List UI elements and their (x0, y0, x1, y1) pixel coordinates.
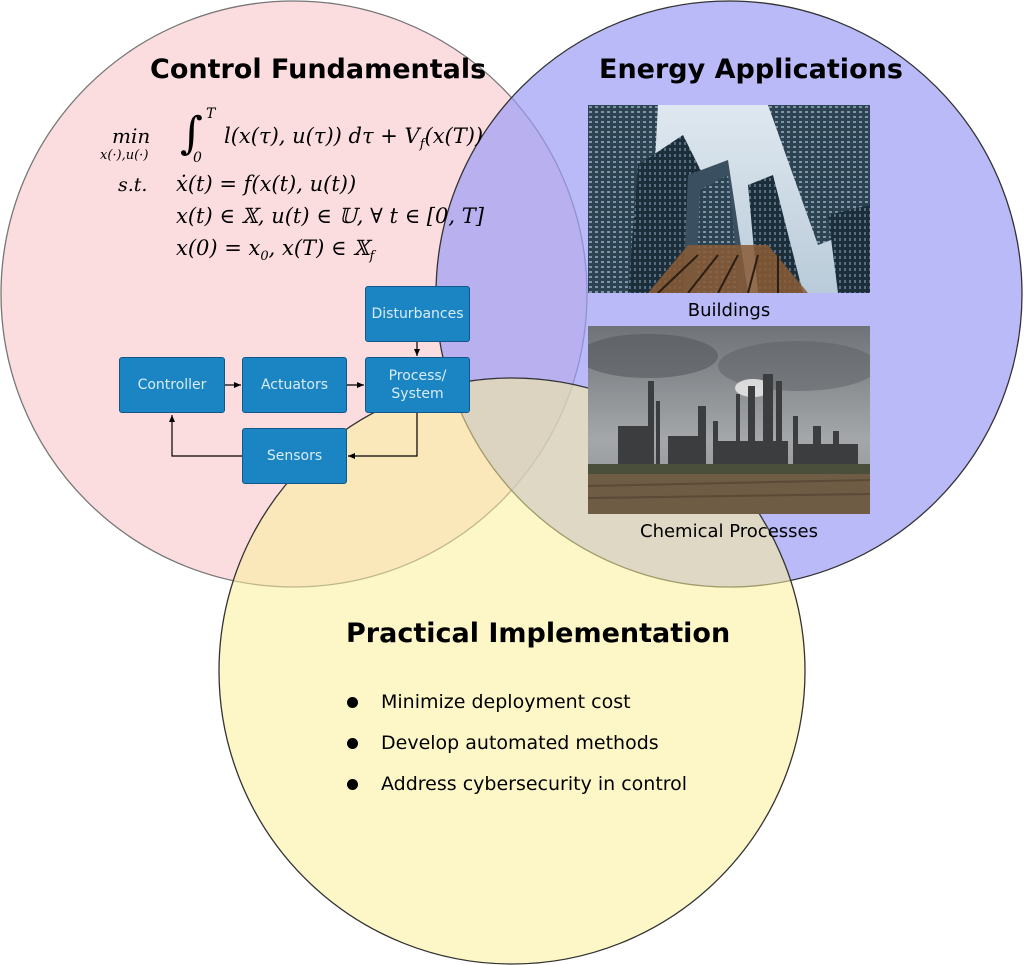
control-fundamentals-title: Control Fundamentals (150, 54, 487, 85)
bullet-icon (347, 779, 358, 790)
boundary-text-b: , x(T) ∈ 𝕏 (268, 236, 370, 260)
integral-sign: ∫ (180, 108, 203, 159)
practical-bullet-list: Minimize deployment cost Develop automat… (346, 688, 687, 811)
practical-implementation-title: Practical Implementation (346, 618, 731, 649)
formula-boundary: x(0) = x0, x(T) ∈ 𝕏f (176, 236, 374, 264)
bullet-text: Minimize deployment cost (381, 691, 631, 713)
formula-dynamics: ẋ(t) = f(x(t), u(t)) (176, 172, 357, 196)
bullet-text: Address cybersecurity in control (381, 773, 688, 795)
integral-upper-limit: T (206, 106, 216, 122)
formula-constraints: x(t) ∈ 𝕏, u(t) ∈ 𝕌, ∀ t ∈ [0, T] (176, 204, 484, 228)
list-item: Minimize deployment cost (346, 688, 687, 729)
formula-min: min (112, 124, 151, 148)
energy-applications-title: Energy Applications (599, 54, 903, 85)
bullet-icon (347, 697, 358, 708)
buildings-image (588, 105, 870, 293)
buildings-caption: Buildings (687, 300, 771, 321)
objective-end: (x(T)) (424, 124, 484, 148)
controller-block: Controller (119, 357, 225, 413)
process-system-block: Process/ System (365, 357, 470, 413)
objective-text: l(x(τ), u(τ)) dτ + V (224, 124, 420, 148)
disturbances-block: Disturbances (365, 286, 470, 342)
chemical-processes-image (588, 326, 870, 514)
boundary-sub-0: 0 (260, 249, 269, 265)
process-label: Process/ (388, 368, 447, 384)
actuators-block: Actuators (242, 357, 347, 413)
subject-to-label: s.t. (118, 174, 148, 196)
integral-lower-limit: 0 (193, 150, 202, 166)
practical-implementation-circle (218, 377, 806, 965)
chemical-processes-caption: Chemical Processes (640, 521, 818, 542)
arrow-process-to-sensors (348, 413, 418, 459)
bullet-text: Develop automated methods (381, 732, 659, 754)
formula-objective: l(x(τ), u(τ)) dτ + Vf(x(T)) (224, 124, 483, 152)
boundary-sub-f: f (369, 249, 375, 265)
formula-min-subscript: x(·),u(·) (100, 148, 149, 163)
bullet-icon (347, 738, 358, 749)
sensors-block: Sensors (242, 428, 347, 484)
list-item: Develop automated methods (346, 729, 687, 770)
arrow-sensors-to-controller (169, 415, 242, 457)
objective-subscript: f (419, 137, 425, 153)
boundary-text-a: x(0) = x (176, 236, 261, 260)
system-label: System (391, 386, 444, 402)
list-item: Address cybersecurity in control (346, 770, 687, 811)
